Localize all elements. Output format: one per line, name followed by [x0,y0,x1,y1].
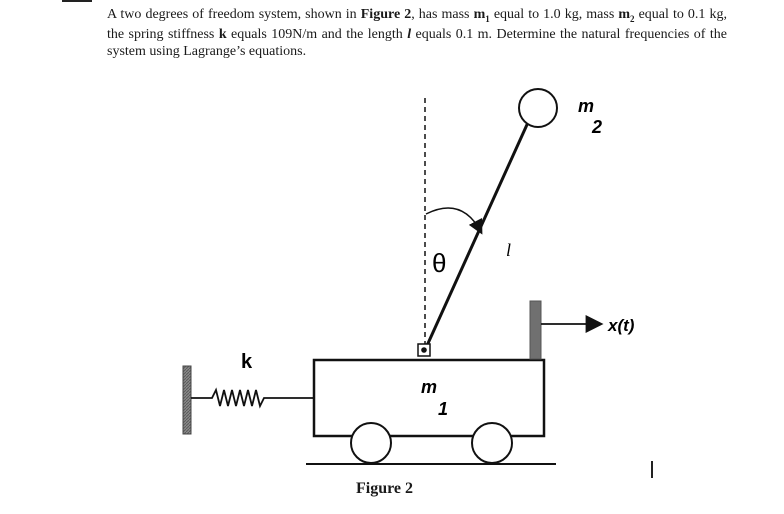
angle-label: θ [432,248,446,278]
fixed-wall [182,365,192,435]
figure-caption: Figure 2 [356,480,414,497]
problem-text-5: equals 109N/m and the length [226,27,408,43]
top-rule [62,0,92,2]
problem-text-1: A two degrees of freedom system, shown i… [107,7,361,22]
mass2-label: m [578,96,594,116]
problem-text-3: equal to 1.0 kg, mass [489,7,619,22]
mass1-subscript: 1 [438,399,448,419]
pendulum-rod [423,117,532,351]
spring-label: k [241,351,253,373]
problem-text-2: , has mass [411,7,474,22]
stray-mark [651,461,653,478]
cart-wheel-left [350,422,392,464]
length-label: l [506,240,511,260]
mass2-symbol: m2 [618,7,635,24]
mass1-label: m [421,377,437,397]
displacement-label: x(t) [607,316,635,335]
stiffness-symbol: k [218,27,227,43]
mass2-subscript: 2 [591,117,602,137]
angle-arc [425,207,483,235]
position-marker-post [529,300,542,360]
figure-reference: Figure 2 [360,7,412,22]
spring [191,387,314,409]
cart-wheel-right [471,422,513,464]
problem-text-4: equal to 0.1 kg, the spring stiffness [107,7,727,43]
problem-statement: A two degrees of freedom system, shown i… [107,7,727,60]
pivot-pin [421,347,427,353]
length-symbol: l [407,27,412,43]
problem-text-6: equals 0.1 m. Determine the natural freq… [107,27,728,59]
pendulum-bob [518,88,558,128]
cart-body [312,358,546,438]
mass1-symbol: m1 [473,7,490,24]
